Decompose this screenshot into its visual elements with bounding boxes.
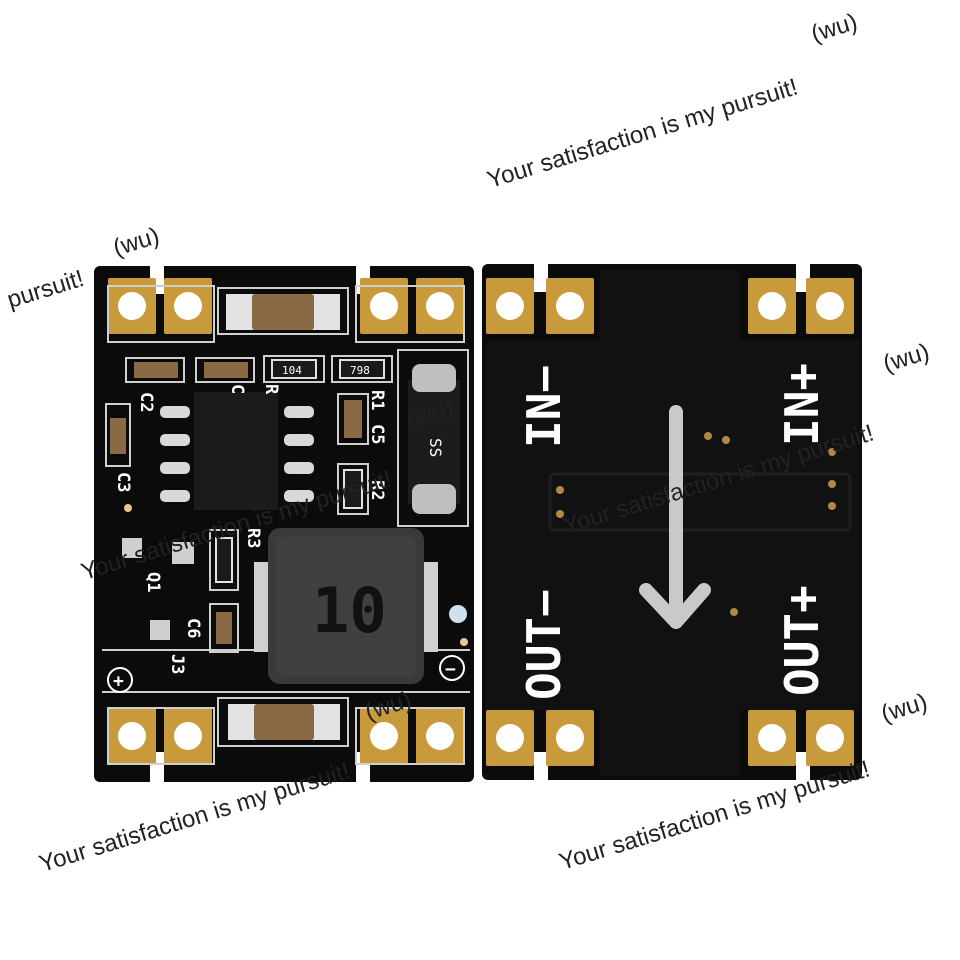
label-c1: C <box>227 384 247 394</box>
chip-code-798: 798 <box>350 364 370 377</box>
inductor-marking: 10 <box>312 574 387 647</box>
label-c3: C3 <box>113 472 133 492</box>
label-r2: R2 <box>367 480 387 500</box>
label-in-plus: IN+ <box>775 363 829 446</box>
front-board: 104 798 SS <box>94 264 474 784</box>
back-pad-bottom-4 <box>806 710 854 766</box>
schottky-diode <box>408 380 460 504</box>
label-minus: − <box>445 659 456 680</box>
back-pad-bottom-3 <box>748 710 796 766</box>
label-c2: C2 <box>136 392 156 412</box>
input-capacitor <box>252 294 314 330</box>
label-c6: C6 <box>183 618 203 638</box>
chip-code-104: 104 <box>282 364 302 377</box>
down-arrow-icon <box>639 405 711 629</box>
regulator-ic <box>194 392 278 510</box>
label-out-plus: OUT+ <box>775 585 829 696</box>
label-in-minus: IN− <box>517 365 571 448</box>
output-capacitor <box>254 704 314 740</box>
back-pad-top-3 <box>748 278 796 334</box>
back-pad-bottom-2 <box>546 710 594 766</box>
back-pad-top-1 <box>486 278 534 334</box>
front-pad-bottom-1 <box>108 708 156 764</box>
label-q1: Q1 <box>143 572 163 592</box>
label-c5: C5 <box>367 424 387 444</box>
diode-code: SS <box>426 438 445 457</box>
back-pad-top-2 <box>546 278 594 334</box>
label-r1: R1 <box>367 390 387 410</box>
label-plus: + <box>113 671 124 692</box>
front-pad-bottom-2 <box>164 708 212 764</box>
back-pad-bottom-1 <box>486 710 534 766</box>
back-pad-top-4 <box>806 278 854 334</box>
label-out-minus: OUT− <box>517 589 571 700</box>
label-j3: J3 <box>167 654 187 674</box>
front-pad-bottom-4 <box>416 708 464 764</box>
label-r4: R <box>261 384 281 395</box>
label-r3: R3 <box>243 528 263 548</box>
back-board: IN− IN+ OUT− OUT+ <box>482 262 862 782</box>
